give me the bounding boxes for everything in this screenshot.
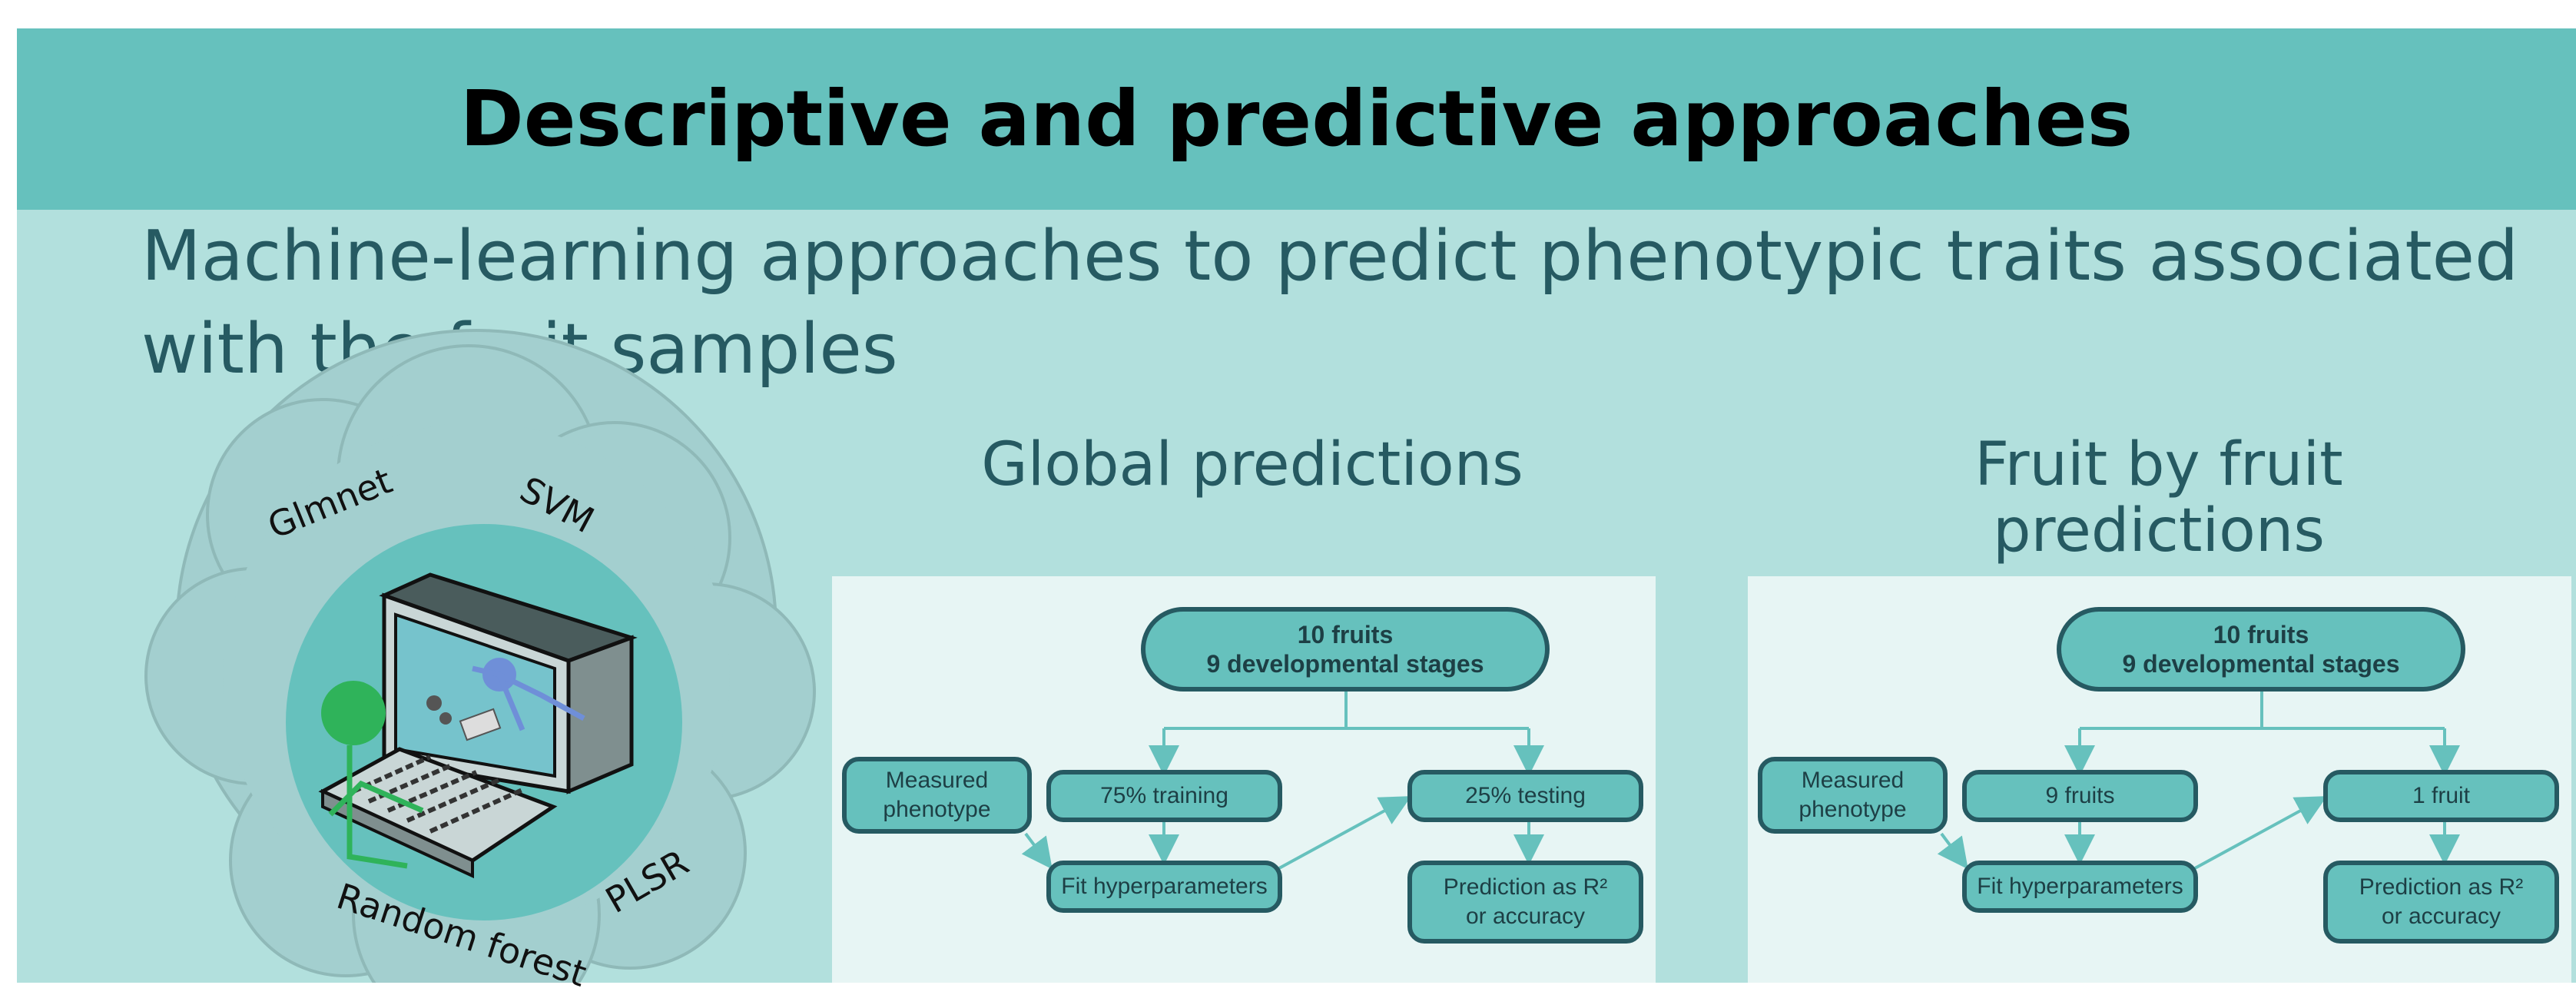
global-predictions-title: Global predictions	[981, 430, 1523, 499]
global-node-fit: Fit hyperparameters	[1046, 861, 1282, 913]
header-banner: Descriptive and predictive approaches	[17, 28, 2576, 210]
global-node-top: 10 fruits 9 developmental stages	[1141, 607, 1550, 692]
global-node-measured: Measured phenotype	[842, 757, 1032, 834]
fruit-node-testing: 1 fruit	[2323, 770, 2559, 822]
fruit-node-fit: Fit hyperparameters	[1962, 861, 2198, 913]
global-node-training: 75% training	[1046, 770, 1282, 822]
fruit-node-training: 9 fruits	[1962, 770, 2198, 822]
section-subtitle: Machine-learning approaches to predict p…	[141, 216, 2519, 390]
fruit-node-prediction: Prediction as R² or accuracy	[2323, 861, 2559, 944]
fruit-predictions-title: Fruit by fruit predictions	[1974, 430, 2343, 565]
fruit-node-measured: Measured phenotype	[1758, 757, 1948, 834]
page-title: Descriptive and predictive approaches	[459, 74, 2133, 164]
global-node-testing: 25% testing	[1407, 770, 1643, 822]
fruit-node-top: 10 fruits 9 developmental stages	[2057, 607, 2465, 692]
global-node-prediction: Prediction as R² or accuracy	[1407, 861, 1643, 944]
